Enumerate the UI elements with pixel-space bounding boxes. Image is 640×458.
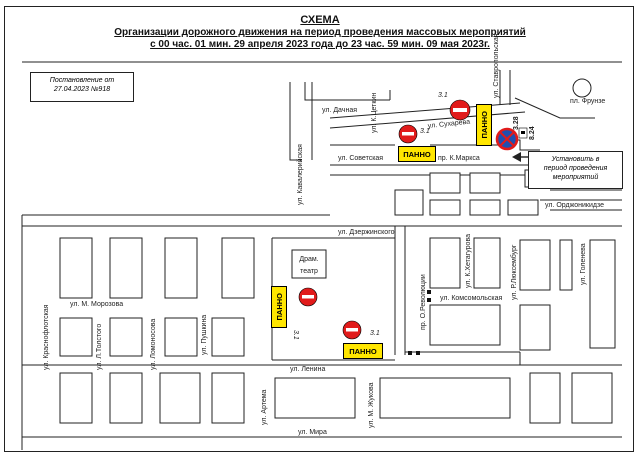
- street-label: ул. Орджоникидзе: [545, 202, 604, 209]
- street-label: пр. О.Революции: [420, 274, 427, 330]
- street-label: ул. Советская: [338, 155, 383, 162]
- no-entry-sign-4: [342, 320, 362, 340]
- street-label: ул. М. Морозова: [70, 301, 123, 308]
- street-label: ул. К.Хетагурова: [465, 234, 472, 288]
- no-stopping-sign: [495, 127, 519, 151]
- sign-code-label: 3.1: [438, 92, 448, 99]
- callout-line: мероприятий: [552, 174, 599, 181]
- street-label: ул. М. Жукова: [368, 382, 375, 428]
- street-label: пл. Фрунзе: [570, 98, 605, 105]
- street-label: пр. К.Маркса: [438, 155, 480, 162]
- decree-line1: Постановление от: [49, 77, 115, 84]
- decree-line2: 27.04.2023 №918: [53, 86, 111, 93]
- sign-code-label: 3.1: [292, 330, 299, 340]
- street-label: ул. Сухарева: [427, 119, 470, 130]
- no-entry-sign-1: [398, 124, 418, 144]
- theatre-label-line1: Драм.: [299, 256, 318, 263]
- street-label: ул. Кавалерийская: [296, 144, 304, 205]
- no-entry-sign-2: [449, 99, 471, 121]
- decree-box: Постановление от 27.04.2023 №918: [30, 72, 134, 102]
- callout-arrow: [512, 152, 528, 162]
- street-label: ул. Пушкина: [201, 315, 208, 355]
- street-label: ул. Ставропольская: [493, 33, 500, 98]
- street-label: ул. Ленина: [290, 366, 325, 373]
- street-label: ул. Мира: [298, 429, 327, 436]
- street-label: ул. К.Цеткин: [371, 93, 378, 133]
- street-label: ул. Ломоносова: [150, 319, 157, 370]
- callout-box: Установить в период проведения мероприят…: [528, 151, 623, 189]
- sign-code-label: 3.1: [370, 330, 380, 337]
- panno-banner: ПАННО: [271, 286, 287, 328]
- schema-title: СХЕМА: [300, 14, 340, 26]
- street-label: ул. Дачная: [322, 107, 357, 114]
- panno-banner: ПАННО: [343, 343, 383, 359]
- frunze-square-circle: [572, 78, 592, 98]
- schema-subtitle-line2: с 00 час. 01 мин. 29 апреля 2023 года до…: [150, 39, 490, 50]
- road-lines: [21, 61, 622, 450]
- panno-banner: ПАННО: [398, 146, 436, 162]
- callout-line: период проведения: [543, 165, 608, 172]
- parking-sign-code-label: 3.28: [513, 116, 520, 130]
- theatre-label-line2: театр: [300, 268, 318, 275]
- street-label: ул. Дзержинского: [338, 229, 395, 236]
- street-label: ул. Комсомольская: [440, 295, 502, 302]
- city-blocks-north: [394, 169, 551, 216]
- schema-subtitle-line1: Организации дорожного движения на период…: [114, 27, 526, 38]
- plate-code-label: 8.24: [529, 126, 536, 140]
- tow-truck-plate: [518, 127, 528, 139]
- street-label: ул. Р.Люксембург: [510, 244, 518, 300]
- street-label: ул. Л.Толстого: [96, 324, 103, 370]
- street-label: ул. Краснофлотская: [43, 304, 50, 370]
- barrier-markers: [408, 290, 431, 355]
- city-blocks-south: [59, 237, 616, 424]
- street-label: ул. Артема: [261, 389, 268, 425]
- map-frame: [4, 6, 634, 452]
- no-entry-sign-3: [298, 287, 318, 307]
- sign-code-label: 3.1: [420, 128, 430, 135]
- panno-banner: ПАННО: [476, 104, 492, 146]
- street-label: ул. Голенева: [580, 243, 587, 285]
- callout-line: Установить в: [551, 156, 600, 163]
